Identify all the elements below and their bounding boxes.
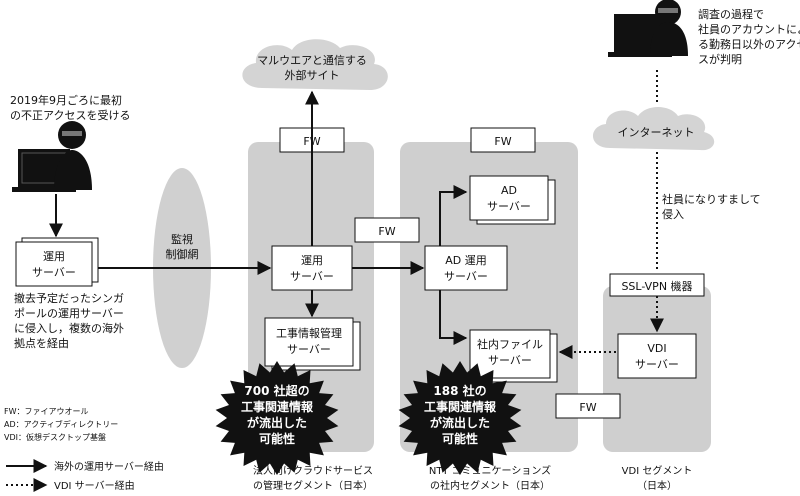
badge-700-line3: が流出した bbox=[247, 415, 307, 430]
ad-server-line2: サーバー bbox=[487, 200, 531, 213]
ssl-vpn-device: SSL-VPN 機器 bbox=[609, 273, 705, 297]
abbr-ad: AD：アクティブディレクトリー bbox=[4, 419, 118, 429]
ops-server-left-line1: 運用 bbox=[43, 250, 65, 263]
file-server-line2: サーバー bbox=[488, 354, 532, 367]
fw-vdi: FW bbox=[555, 393, 621, 419]
legend: 海外の運用サーバー経由 VDI サーバー経由 bbox=[6, 459, 164, 492]
construction-server-line1: 工事情報管理 bbox=[276, 326, 342, 340]
attacker-icon-left bbox=[12, 121, 92, 192]
left-desc-line2: ポールの運用サーバー bbox=[14, 307, 124, 320]
investigation-line3: る勤務日以外のアクセ bbox=[698, 37, 800, 51]
monitor-network-line2: 制御網 bbox=[166, 247, 199, 261]
cloud-internet-label: インターネット bbox=[618, 126, 695, 139]
cloud-external-line1: マルウエアと通信する bbox=[257, 54, 367, 67]
legend-solid-label: 海外の運用サーバー経由 bbox=[54, 460, 164, 473]
badge-700: 700 社超の 工事関連情報 が流出した 可能性 bbox=[215, 361, 339, 475]
badge-700-line2: 工事関連情報 bbox=[241, 399, 314, 414]
investigation-line2: 社員のアカウントによ bbox=[698, 22, 800, 36]
segment-vdi-line1: VDI セグメント bbox=[622, 464, 693, 477]
segment-ntt-line1: NTT コミュニケーションズ bbox=[429, 464, 551, 477]
cloud-external-line2: 外部サイト bbox=[285, 68, 340, 82]
abbr-vdi: VDI：仮想デスクトップ基盤 bbox=[4, 432, 106, 442]
badge-188-line1: 188 社の bbox=[433, 383, 486, 398]
ops-server-center-line2: サーバー bbox=[290, 270, 334, 283]
segment-vdi-line2: （日本） bbox=[637, 479, 677, 492]
ssl-vpn-label: SSL-VPN 機器 bbox=[621, 279, 692, 293]
vdi-server-line1: VDI bbox=[647, 342, 666, 355]
fw-vdi-label: FW bbox=[579, 401, 596, 414]
ad-ops-server: AD 運用 サーバー bbox=[424, 245, 508, 291]
vdi-server: VDI サーバー bbox=[617, 333, 697, 379]
ad-server: AD サーバー bbox=[469, 175, 556, 225]
segment-cloud-line2: の管理セグメント（日本） bbox=[253, 479, 373, 492]
badge-188: 188 社の 工事関連情報 が流出した 可能性 bbox=[398, 361, 522, 475]
ad-ops-server-line1: AD 運用 bbox=[445, 254, 487, 267]
ad-ops-server-line2: サーバー bbox=[444, 270, 488, 283]
left-desc-line3: に侵入し，複数の海外 bbox=[14, 321, 124, 335]
attacker-icon-right bbox=[608, 0, 688, 57]
ops-server-center-line1: 運用 bbox=[301, 254, 323, 267]
arrow-adops-to-ad bbox=[439, 185, 468, 246]
monitor-network-line1: 監視 bbox=[171, 232, 193, 246]
badge-700-line4: 可能性 bbox=[259, 431, 295, 446]
vdi-server-line2: サーバー bbox=[635, 358, 679, 371]
ops-server-left-line2: サーバー bbox=[32, 266, 76, 279]
left-desc-line1: 撤去予定だったシンガ bbox=[14, 291, 124, 305]
construction-server-line2: サーバー bbox=[287, 343, 331, 356]
file-server: 社内ファイル サーバー bbox=[469, 329, 558, 383]
legend-dotted-label: VDI サーバー経由 bbox=[54, 479, 135, 492]
investigation-line4: スが判明 bbox=[698, 52, 742, 66]
abbr-fw: FW：ファイアウオール bbox=[4, 407, 89, 416]
construction-server: 工事情報管理 サーバー bbox=[264, 317, 361, 371]
impersonate-line2: 侵入 bbox=[662, 208, 684, 221]
segment-cloud-line1: 法人向けクラウドサービス bbox=[253, 464, 373, 477]
segment-ntt-line2: の社内セグメント（日本） bbox=[430, 479, 550, 492]
arrow-adops-to-file bbox=[439, 290, 468, 345]
badge-188-line4: 可能性 bbox=[442, 431, 478, 446]
left-desc-line4: 拠点を経由 bbox=[14, 336, 69, 350]
initial-access-line1: 2019年9月ごろに最初 bbox=[10, 93, 122, 107]
fw-ntt: FW bbox=[470, 127, 536, 153]
fw-between: FW bbox=[354, 217, 420, 243]
ad-server-line1: AD bbox=[501, 184, 517, 197]
cloud-external-site: マルウエアと通信する 外部サイト bbox=[242, 39, 388, 90]
cloud-internet: インターネット bbox=[592, 107, 715, 151]
badge-188-line2: 工事関連情報 bbox=[424, 399, 497, 414]
file-server-line1: 社内ファイル bbox=[477, 337, 543, 351]
fw-ntt-label: FW bbox=[494, 135, 511, 148]
initial-access-line2: の不正アクセスを受ける bbox=[10, 109, 130, 122]
ops-server-left: 運用 サーバー bbox=[15, 237, 99, 287]
fw-between-label: FW bbox=[378, 225, 395, 238]
impersonate-line1: 社員になりすまして bbox=[662, 192, 761, 206]
badge-700-line1: 700 社超の bbox=[244, 383, 309, 398]
badge-188-line3: が流出した bbox=[430, 415, 490, 430]
investigation-line1: 調査の過程で bbox=[698, 7, 764, 21]
ops-server-center: 運用 サーバー bbox=[271, 245, 353, 291]
